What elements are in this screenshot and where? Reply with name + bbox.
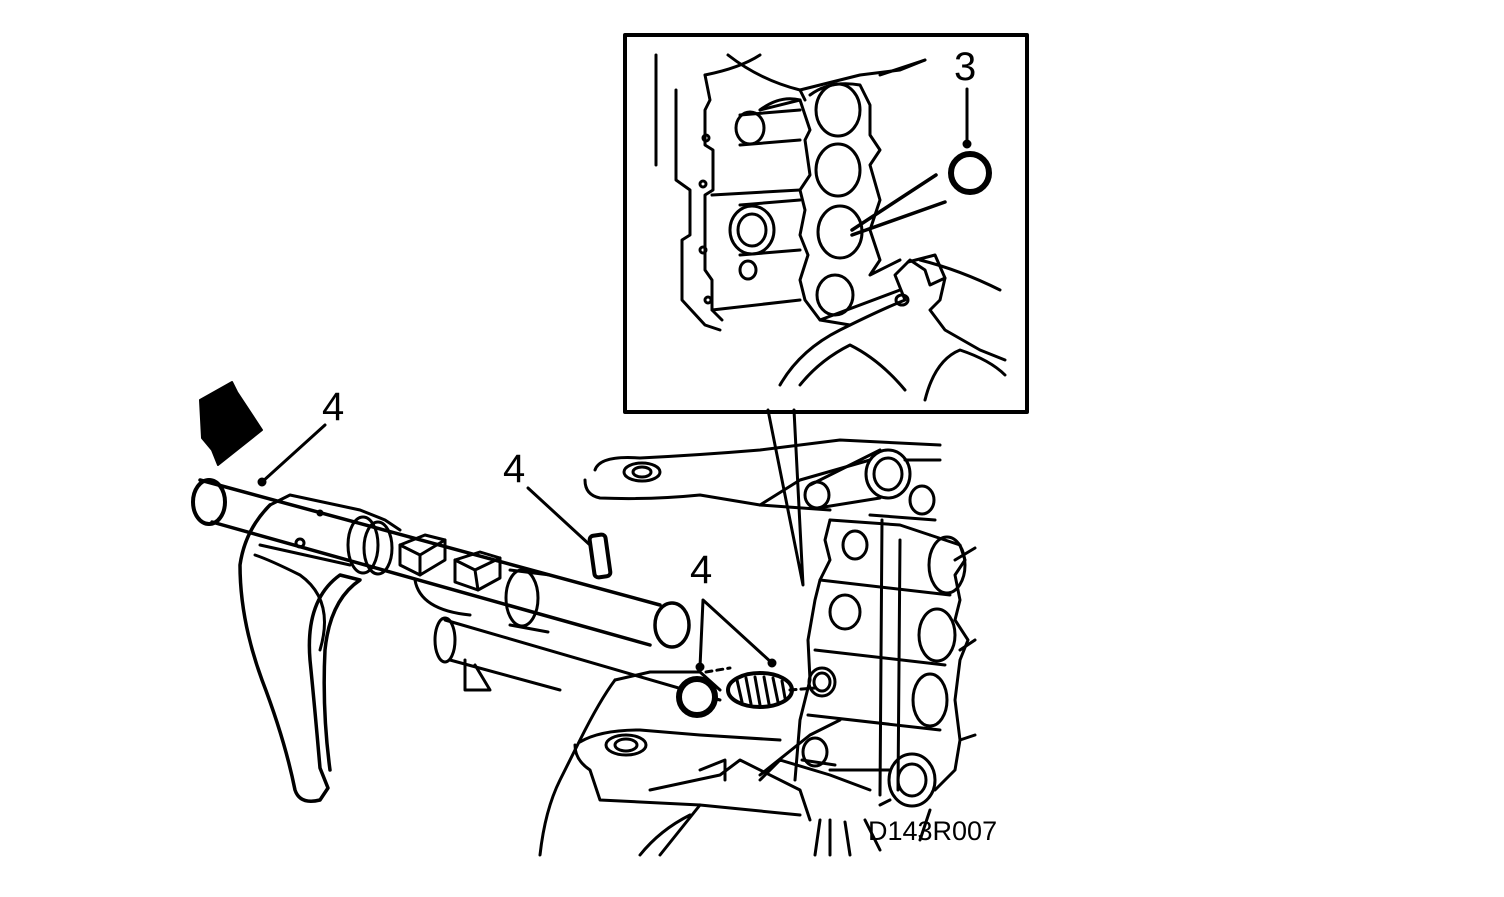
- gearbox-housing: [538, 438, 977, 857]
- detent-ball: [676, 676, 718, 718]
- assembly-path-dashes: [704, 666, 817, 692]
- detent-spring: [726, 671, 794, 709]
- callout-label-spring-group: 4: [690, 548, 712, 592]
- leader-dot-spring: [767, 658, 777, 668]
- leader-dot-rod: [257, 477, 267, 487]
- inset-connection-lines: [766, 408, 805, 587]
- leader-dot-ball: [695, 662, 705, 672]
- callout-label-shift-rod: 4: [322, 385, 344, 429]
- shift-fork: [238, 503, 362, 803]
- leader-roll-pin: [526, 486, 592, 547]
- o-ring-inset: [948, 151, 992, 195]
- callout-label-roll-pin: 4: [503, 447, 525, 491]
- push-arrow-icon: [199, 381, 263, 466]
- leader-spring-group: [698, 598, 774, 669]
- inset-detail: [623, 33, 1029, 414]
- callout-label-inset-part: 3: [954, 45, 976, 89]
- detent-parts: [526, 486, 817, 718]
- inset-pointer-wedge: [850, 173, 947, 237]
- leader-dot-3: [962, 139, 972, 149]
- shift-rod-assembly: [191, 478, 722, 803]
- inset-housing-drawing: [654, 53, 1007, 402]
- leader-shift-rod: [260, 423, 327, 484]
- figure-code: D143R007: [868, 816, 997, 846]
- roll-pin: [587, 532, 613, 580]
